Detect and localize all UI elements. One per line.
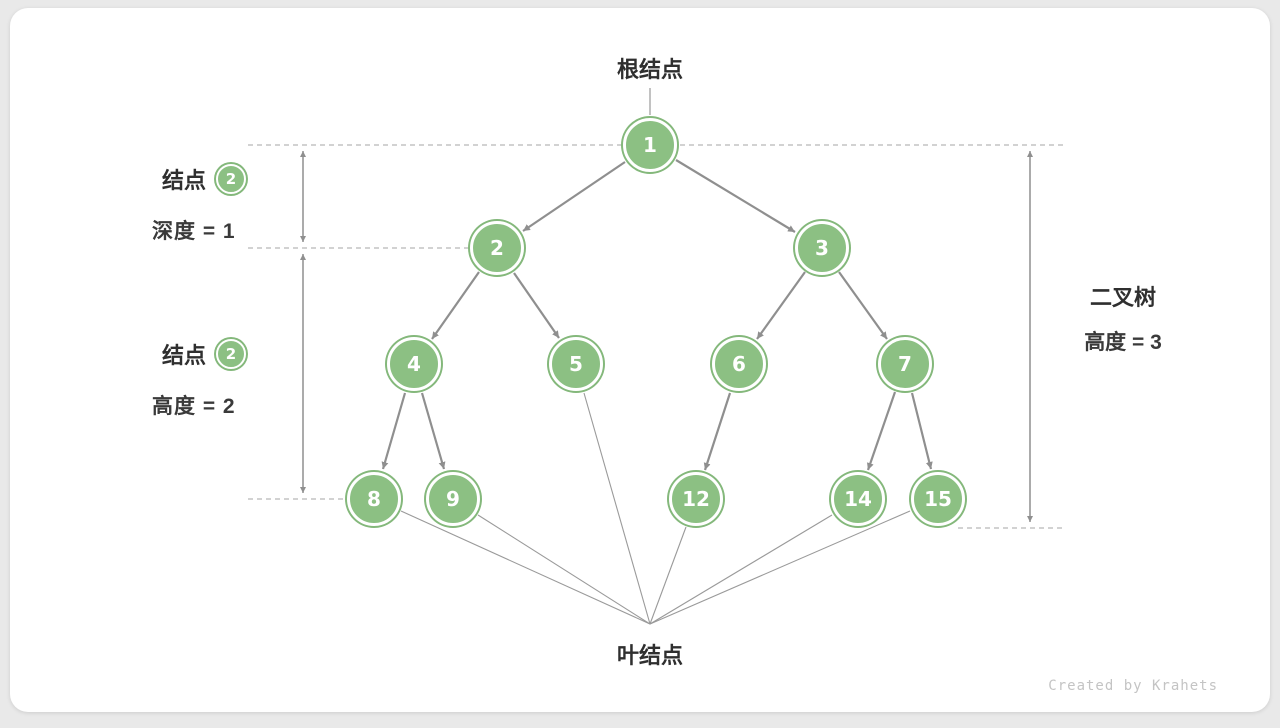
tree-node: 14 [831,472,885,526]
tree-node: 5 [549,337,603,391]
diagram-card: 1 2 3 4 5 6 7 8 9 12 14 15 根结点 叶结点 结点 2 … [10,8,1270,712]
tree-node: 2 [470,221,524,275]
node-depth-label: 结点 [162,168,207,193]
tree-node: 1 [623,118,677,172]
tree-node: 15 [911,472,965,526]
node-height-annotation-row: 结点 2 [162,338,247,370]
level-dashed-lines [248,144,1065,529]
node-height-badge: 2 [216,339,247,369]
node-depth-annotation-row: 结点 2 [162,163,247,195]
tree-node: 6 [712,337,766,391]
tree-node: 7 [878,337,932,391]
tree-height-annotation: 二叉树 高度 = 3 [1058,280,1188,356]
root-node-label: 根结点 [616,57,684,82]
measure-arrows [300,151,1033,522]
tree-node: 9 [426,472,480,526]
leaf-converge-lines [400,392,911,625]
tree-node: 8 [347,472,401,526]
watermark: Created by Krahets [1048,678,1218,694]
leaf-node-label: 叶结点 [616,643,684,668]
tree-height-title: 二叉树 [1089,285,1156,310]
tree-node: 4 [387,337,441,391]
node-depth-badge: 2 [216,164,247,194]
tree-edges [381,159,933,471]
node-depth-measure: 深度 = 1 [152,220,236,243]
node-height-measure: 高度 = 2 [152,395,236,418]
tree-node: 12 [669,472,723,526]
tree-height-measure: 高度 = 3 [1084,331,1162,354]
node-height-label: 结点 [162,343,207,368]
diagram-lines-svg [248,88,1065,625]
tree-node: 3 [795,221,849,275]
